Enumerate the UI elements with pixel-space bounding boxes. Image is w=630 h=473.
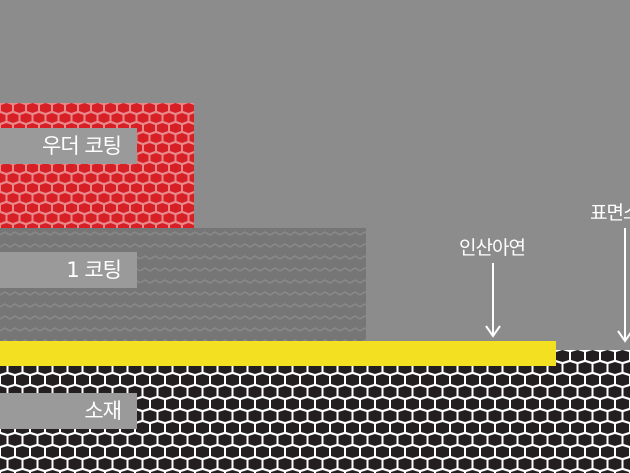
zinc-arrow-icon — [485, 263, 501, 338]
powder-coating-layer — [0, 103, 194, 228]
powder-coating-label: 우더 코팅 — [42, 134, 122, 158]
base-material-label: 소재 — [84, 399, 122, 423]
primer-coating-label: 1 코팅 — [66, 258, 122, 282]
surface-treatment-callout: 표면소 — [590, 202, 630, 224]
base-material-label-box: 소재 — [0, 393, 137, 429]
primer-coating-label-box: 1 코팅 — [0, 252, 137, 288]
zinc-phosphate-callout: 인산아연 — [459, 237, 526, 259]
powder-coating-label-box: 우더 코팅 — [0, 128, 137, 164]
surface-arrow-icon — [617, 228, 630, 343]
zinc-phosphate-layer — [0, 341, 556, 366]
